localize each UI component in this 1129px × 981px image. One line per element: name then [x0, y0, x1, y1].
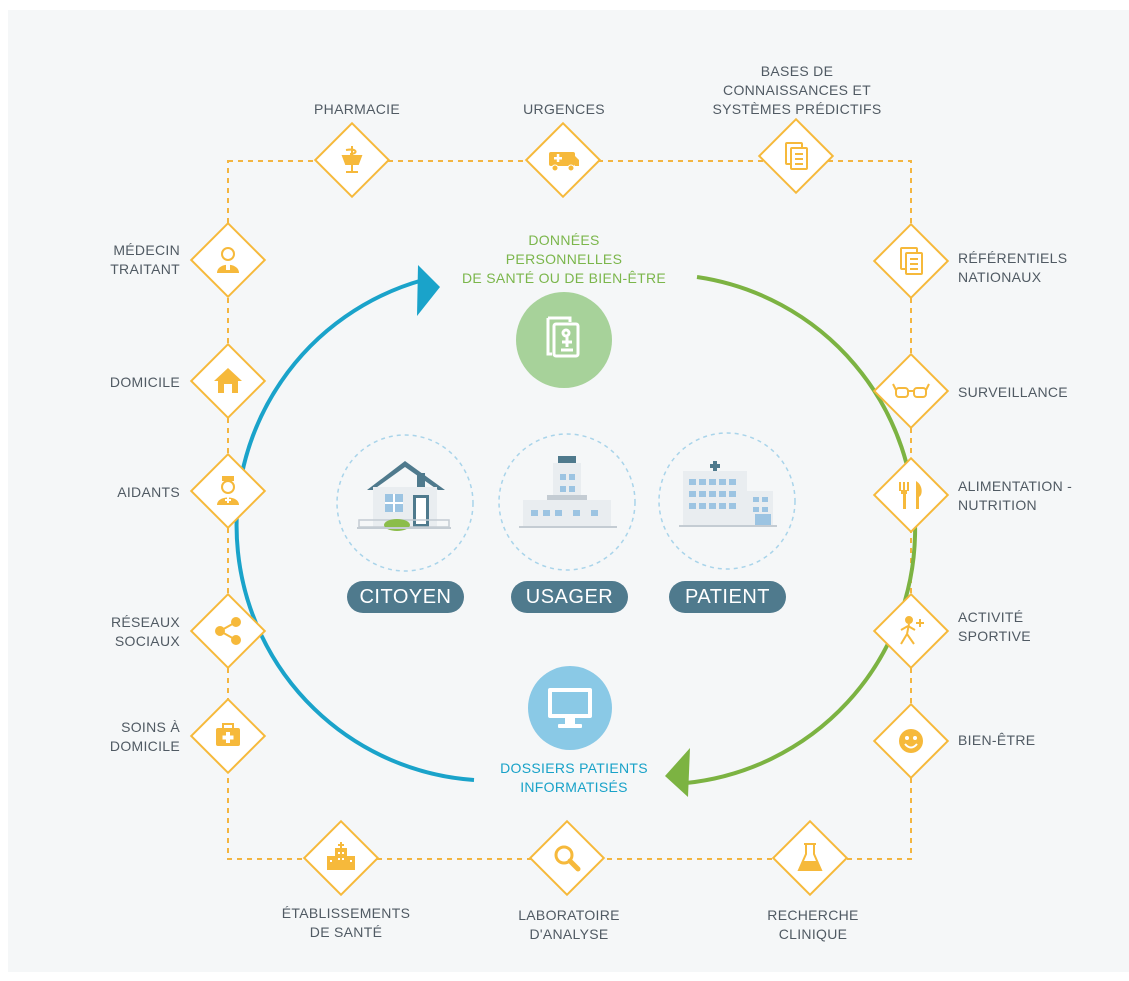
alimentation-label: ALIMENTATION - NUTRITION — [958, 478, 1073, 513]
share-icon — [215, 617, 241, 645]
citoyen-house-illustration — [336, 434, 474, 572]
donnees-label: DONNÉES PERSONNELLES DE SANTÉ OU DE BIEN… — [461, 232, 667, 286]
laboratoire-node[interactable] — [529, 820, 605, 896]
surveillance-label: SURVEILLANCE — [958, 384, 1068, 400]
monitor-icon — [548, 688, 592, 728]
activite-label: ACTIVITÉ SPORTIVE — [958, 609, 1031, 644]
ambulance-icon — [549, 152, 579, 172]
urgences-label: URGENCES — [523, 101, 605, 117]
referentiels-node[interactable] — [873, 223, 949, 299]
usager-building-illustration — [498, 433, 636, 571]
donnees-documents-circle — [516, 292, 612, 388]
fork-knife-icon — [899, 481, 922, 509]
runner-icon — [900, 616, 924, 645]
aidants-node[interactable] — [190, 453, 266, 529]
dossiers-label: DOSSIERS PATIENTS INFORMATISÉS — [500, 760, 648, 795]
citoyen-badge[interactable]: CITOYEN — [347, 581, 464, 613]
medecin-node[interactable] — [190, 222, 266, 298]
bien-etre-node[interactable] — [873, 703, 949, 779]
patient-hospital-illustration — [658, 432, 796, 570]
smiley-icon — [899, 729, 923, 753]
urgences-node[interactable] — [525, 122, 601, 198]
soins-node[interactable] — [190, 698, 266, 774]
usager-badge[interactable]: USAGER — [511, 581, 628, 613]
pharmacie-label: PHARMACIE — [314, 101, 400, 117]
aidants-label: AIDANTS — [117, 484, 180, 500]
documents-icon — [785, 142, 808, 170]
reseaux-node[interactable] — [190, 593, 266, 669]
surveillance-node[interactable] — [873, 353, 949, 429]
laboratoire-label: LABORATOIRE D'ANALYSE — [518, 907, 620, 942]
recherche-node[interactable] — [772, 820, 848, 896]
doctor-icon — [217, 247, 239, 273]
dossiers-computer-circle — [528, 666, 612, 750]
blue-arrowhead — [417, 265, 440, 316]
hospital-building-icon — [327, 842, 355, 870]
green-cycle-arrow — [685, 275, 918, 785]
glasses-icon — [892, 383, 930, 398]
etablissements-node[interactable] — [303, 820, 379, 896]
flask-icon — [797, 843, 823, 871]
blue-cycle-arrow — [234, 278, 475, 782]
bases-connaissances-node[interactable] — [758, 118, 834, 194]
magnifier-icon — [554, 845, 581, 872]
documents-icon — [900, 247, 923, 275]
green-arrowhead — [665, 748, 690, 797]
soins-label: SOINS À DOMICILE — [109, 719, 180, 754]
etablissements-label: ÉTABLISSEMENTS DE SANTÉ — [281, 905, 411, 940]
home-icon — [214, 368, 242, 393]
nurse-icon — [217, 476, 239, 505]
bases-label: BASES DE CONNAISSANCES ET SYSTÈMES PRÉDI… — [712, 63, 882, 117]
domicile-node[interactable] — [190, 343, 266, 419]
medecin-label: MÉDECIN TRAITANT — [110, 242, 180, 277]
referentiels-label: RÉFÉRENTIELS NATIONAUX — [958, 250, 1068, 285]
domicile-label: DOMICILE — [109, 374, 180, 390]
pharmacy-caduceus-icon — [341, 146, 363, 173]
health-records-icon — [546, 316, 580, 358]
pharmacie-node[interactable] — [314, 122, 390, 198]
activite-node[interactable] — [873, 593, 949, 669]
medical-kit-icon — [216, 723, 240, 746]
recherche-label: RECHERCHE CLINIQUE — [767, 907, 859, 942]
alimentation-node[interactable] — [873, 457, 949, 533]
bienetre-label: BIEN-ÊTRE — [958, 732, 1036, 748]
reseaux-label: RÉSEAUX SOCIAUX — [110, 614, 180, 649]
patient-badge[interactable]: PATIENT — [669, 581, 786, 613]
